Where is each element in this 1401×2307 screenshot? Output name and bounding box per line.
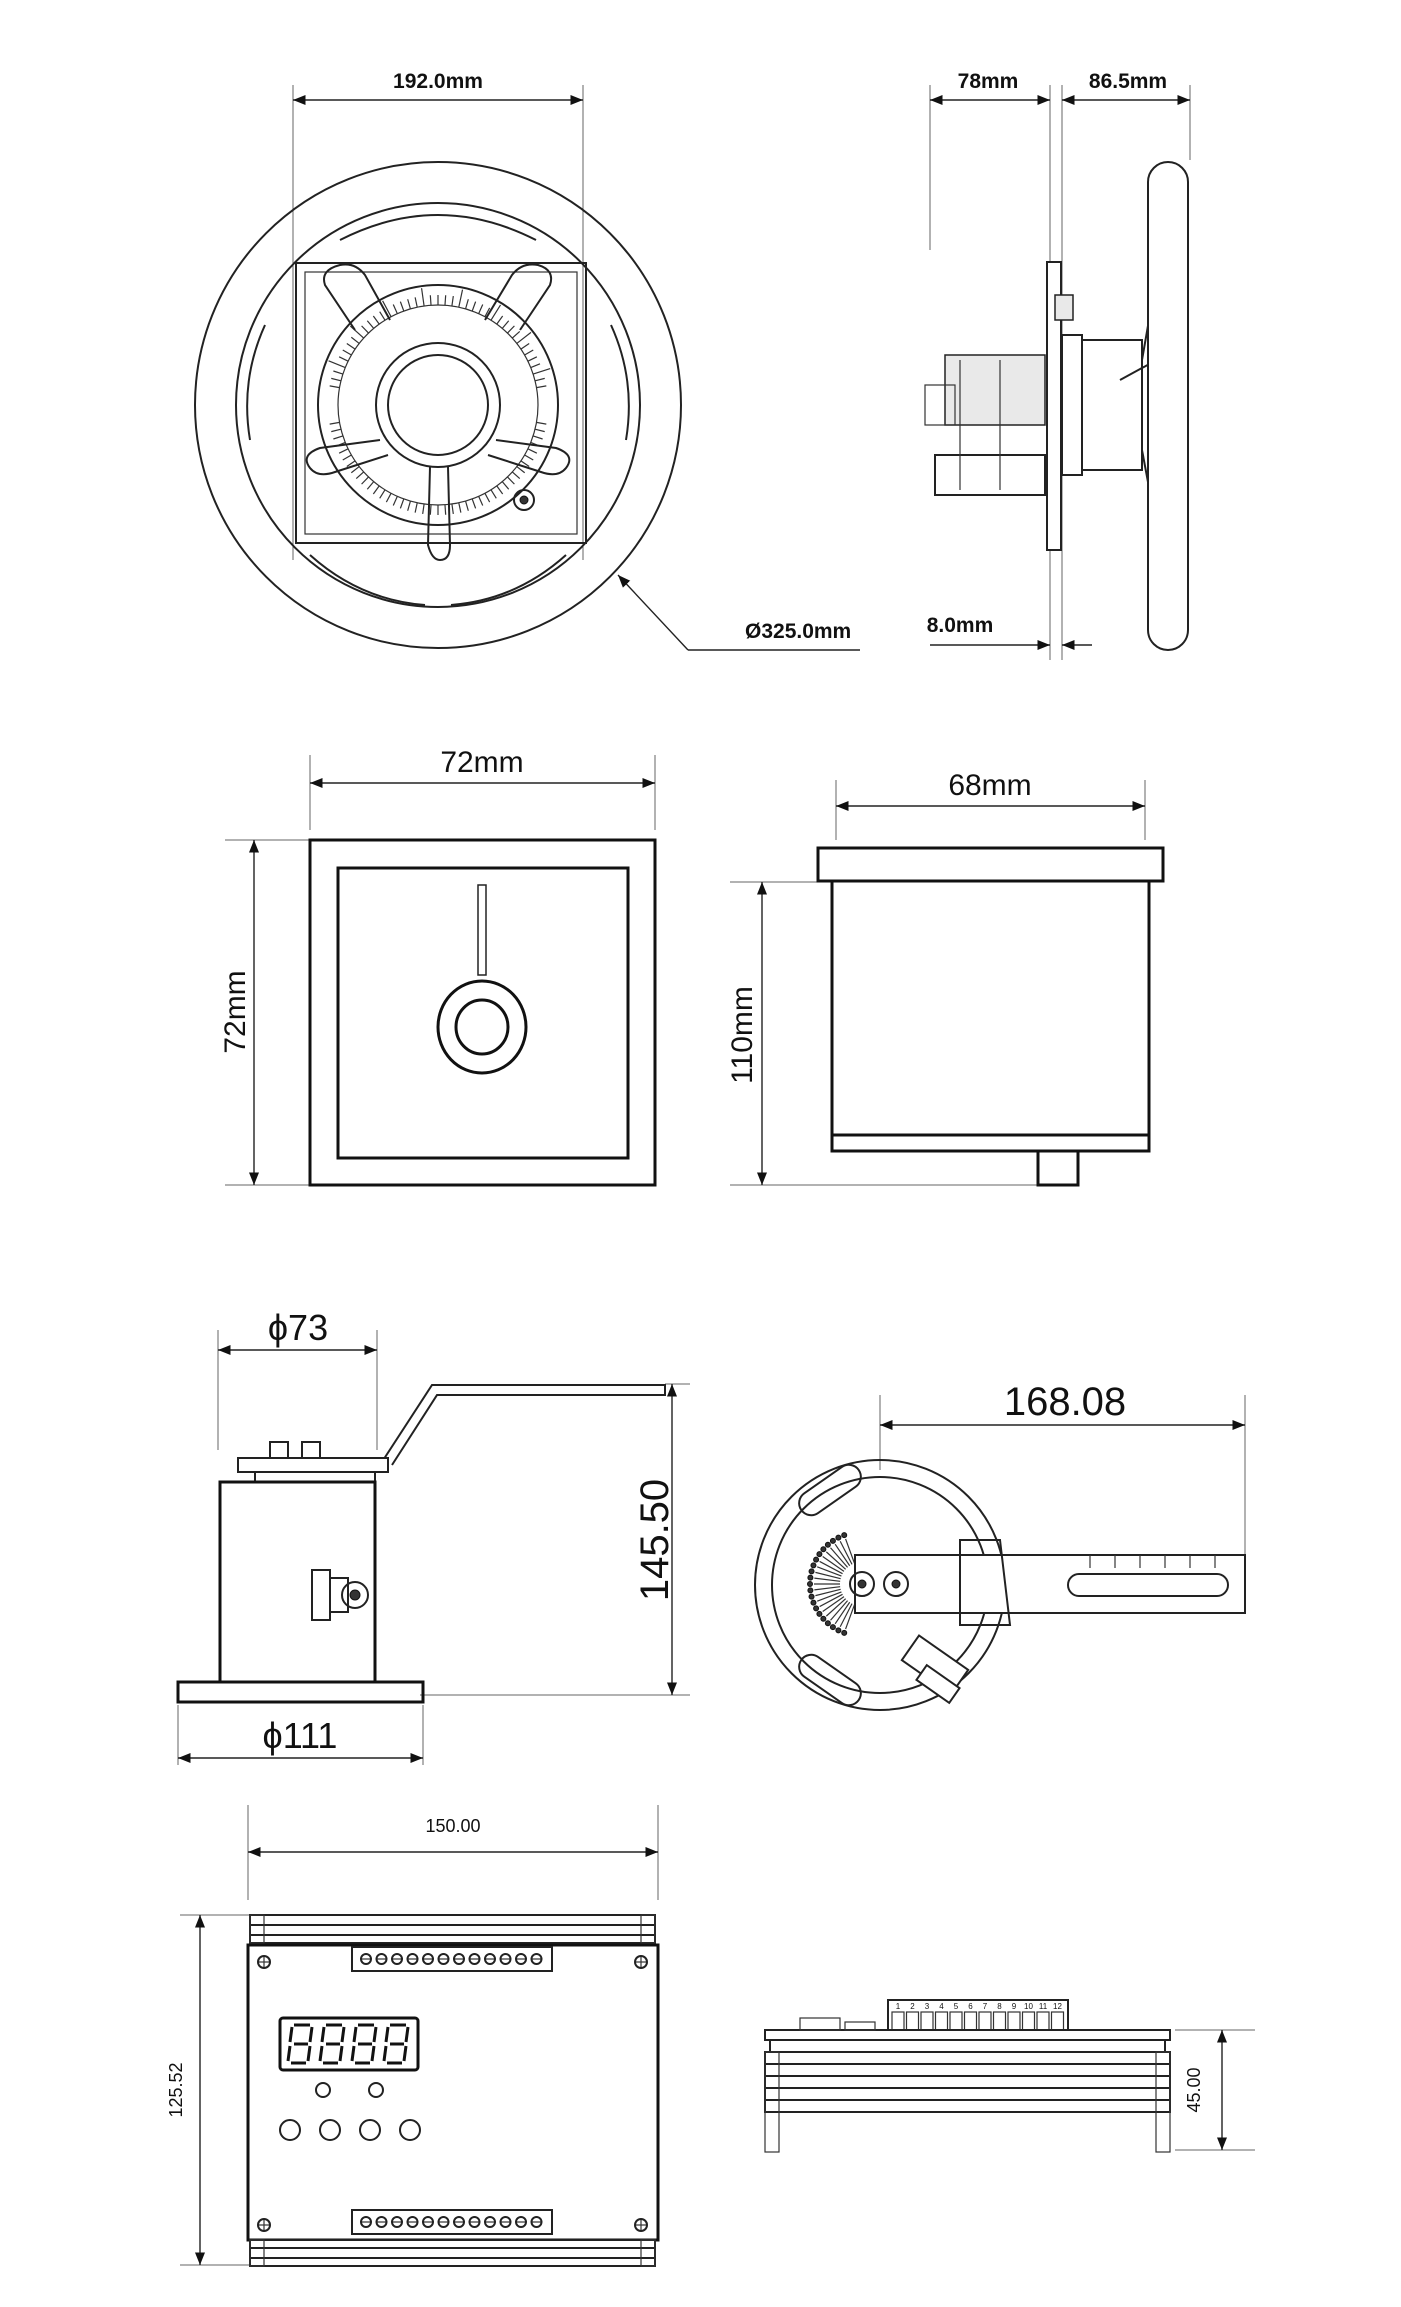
- square-front-height-label: 72mm: [219, 970, 252, 1053]
- box-screws: [257, 1955, 648, 2232]
- cyl-arm-length-label: 168.08: [1004, 1380, 1126, 1424]
- terminal-number: 6: [968, 2002, 973, 2011]
- square-side-width-label: 68mm: [948, 769, 1031, 802]
- box-height-label: 125.52: [166, 2062, 186, 2117]
- square-side-height-label: 110mm: [726, 986, 759, 1084]
- wheel-front-view: 192.0mm Ø325.0mm: [194, 70, 860, 651]
- wheel-side-view: 78mm 86.5mm 8.0mm: [924, 70, 1191, 660]
- cylinder-side-view: ϕ73 145.50 ϕ111: [176, 1307, 690, 1765]
- cylinder-top-view: 168.08: [754, 1380, 1246, 1711]
- box-button-3: [359, 2119, 381, 2141]
- terminal-number: 9: [1012, 2002, 1017, 2011]
- box-button-4: [399, 2119, 421, 2141]
- terminal-number: 8: [997, 2002, 1002, 2011]
- terminal-block-top: [351, 1946, 553, 1972]
- terminal-number: 12: [1053, 2002, 1062, 2011]
- terminal-number: 3: [925, 2002, 930, 2011]
- terminal-number: 10: [1024, 2002, 1033, 2011]
- cyl-base-diameter-label: ϕ111: [263, 1715, 338, 1756]
- top-scale-ticks: [807, 1532, 856, 1636]
- wheel-diameter-label: Ø325.0mm: [745, 620, 851, 643]
- terminal-number: 4: [939, 2002, 944, 2011]
- wheel-width-label: 192.0mm: [393, 70, 483, 93]
- terminal-number: 11: [1039, 2002, 1048, 2011]
- square-front-width-label: 72mm: [440, 746, 523, 779]
- side-panel-label: 8.0mm: [927, 614, 994, 637]
- terminal-number: 7: [983, 2002, 988, 2011]
- seven-segment-display: [286, 2023, 410, 2065]
- square-side-view: 68mm 110mm: [726, 769, 1165, 1187]
- dial-scale-ticks: [328, 288, 551, 515]
- side-offset-label: 86.5mm: [1089, 70, 1167, 93]
- box-button-2: [319, 2119, 341, 2141]
- box-front-view: 150.00 125.52: [166, 1805, 660, 2267]
- cyl-top-diameter-label: ϕ73: [268, 1307, 328, 1348]
- cyl-height-label: 145.50: [633, 1479, 677, 1601]
- box-side-height-label: 45.00: [1184, 2067, 1204, 2112]
- terminal-number: 2: [910, 2002, 915, 2011]
- square-front-view: 72mm 72mm: [219, 746, 657, 1187]
- terminal-number: 1: [896, 2002, 901, 2011]
- side-depth-label: 78mm: [958, 70, 1019, 93]
- box-width-label: 150.00: [425, 1816, 480, 1836]
- terminal-number: 5: [954, 2002, 959, 2011]
- box-button-1: [279, 2119, 301, 2141]
- terminal-block-bottom: [351, 2209, 553, 2235]
